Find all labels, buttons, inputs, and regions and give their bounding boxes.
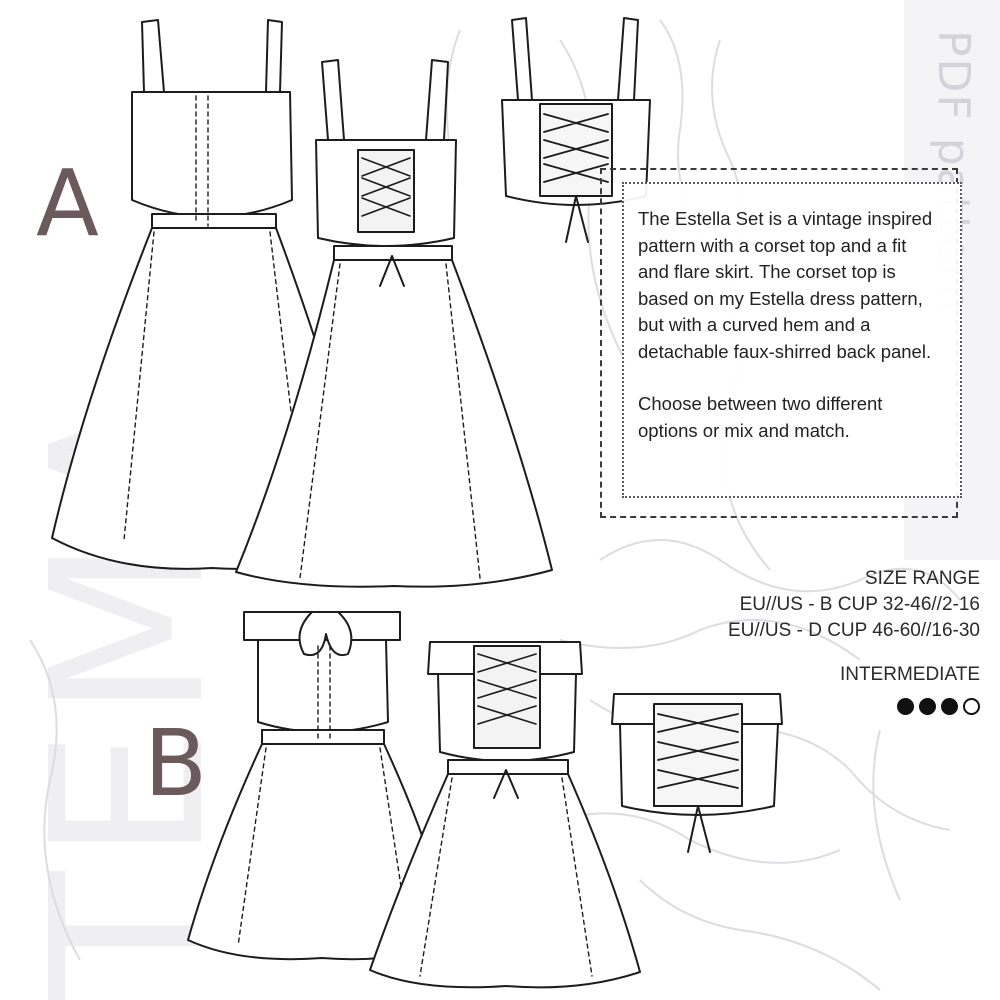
difficulty-rating bbox=[728, 698, 980, 715]
dress-b-front bbox=[187, 611, 455, 961]
size-range-line: EU//US - B CUP 32-46//2-16 bbox=[739, 594, 980, 615]
description-paragraph: The Estella Set is a vintage inspired pa… bbox=[638, 208, 933, 362]
corset-a-back bbox=[501, 17, 651, 243]
corset-b-back bbox=[611, 693, 783, 853]
dress-a-back bbox=[235, 59, 553, 588]
difficulty-dot-filled bbox=[941, 698, 958, 715]
difficulty-dot-empty bbox=[963, 698, 980, 715]
size-and-difficulty: SIZE RANGE EU//US - B CUP 32-46//2-16 EU… bbox=[728, 566, 980, 715]
description-paragraph: Choose between two different options or … bbox=[638, 393, 883, 441]
difficulty-label: INTERMEDIATE bbox=[839, 664, 980, 685]
description-frame-inner bbox=[622, 182, 962, 498]
pattern-description: The Estella Set is a vintage inspired pa… bbox=[638, 206, 938, 444]
dress-b-back bbox=[369, 641, 641, 989]
difficulty-dot-filled bbox=[897, 698, 914, 715]
variant-a-label: A bbox=[36, 150, 99, 257]
size-range-line: EU//US - D CUP 46-60//16-30 bbox=[727, 620, 980, 641]
variant-b-label: B bbox=[144, 710, 208, 817]
difficulty-dot-filled bbox=[919, 698, 936, 715]
size-range-title: SIZE RANGE bbox=[864, 568, 980, 589]
